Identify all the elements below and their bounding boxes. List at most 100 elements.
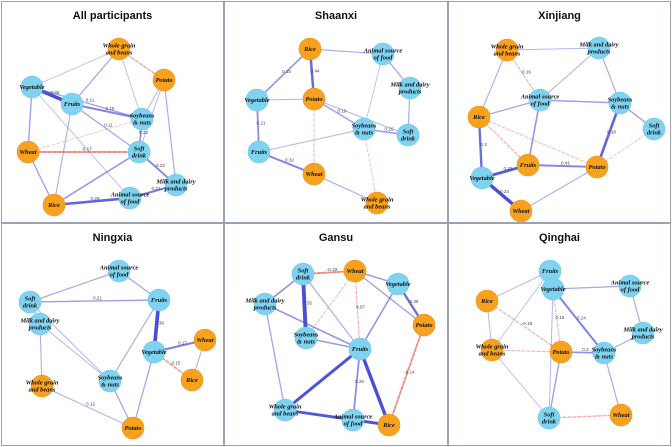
node-label: drink xyxy=(132,153,147,160)
edge-weight-label: 0.32 xyxy=(285,158,294,163)
node-label: Soybeans xyxy=(130,113,155,120)
positive-edge xyxy=(520,166,598,212)
node-label: Whole grain xyxy=(103,43,136,50)
node-label: of food xyxy=(531,101,550,108)
panel-title: Qinghai xyxy=(539,232,580,244)
network-all-participants: 0.650.150.110.320.22-0.170.290.210.11Who… xyxy=(16,37,196,217)
node-wheat: Wheat xyxy=(509,199,533,222)
edge-weight-label: 0.11 xyxy=(104,123,113,128)
node-label: & nuts xyxy=(133,120,151,127)
node-label: & nuts xyxy=(101,382,119,389)
negative-edge xyxy=(354,270,361,350)
edge-weight-label: 0.2 xyxy=(582,347,589,352)
node-label: Potato xyxy=(415,322,432,329)
node-label: and beans xyxy=(364,204,391,211)
node-label: of food xyxy=(374,55,393,62)
node-label: of food xyxy=(121,199,140,206)
node-soybeans-nuts: Soybeans& nuts xyxy=(294,326,319,350)
node-label: products xyxy=(28,325,52,332)
edge-weight-label: 0.16 xyxy=(556,315,565,320)
positive-edge xyxy=(163,79,177,186)
node-label: Milk and dairy xyxy=(578,42,618,49)
node-label: Soybeans xyxy=(608,97,633,104)
positive-edge xyxy=(53,103,73,206)
node-wheat: Wheat xyxy=(609,403,633,427)
edge-weight-label: 0.16 xyxy=(522,70,531,75)
node-label: Animal source xyxy=(610,280,650,287)
positive-edge xyxy=(31,48,120,88)
node-label: Wheat xyxy=(612,412,629,419)
positive-edge xyxy=(491,349,550,419)
node-label: Fruits xyxy=(352,346,369,353)
node-fruits: Fruits xyxy=(348,337,372,361)
positive-edge xyxy=(313,98,409,136)
node-soybeans-nuts: Soybeans& nuts xyxy=(352,117,377,141)
node-label: Animal source xyxy=(99,265,139,272)
negative-edge xyxy=(363,128,378,204)
node-label: Whole grain xyxy=(476,344,509,351)
node-label: Soft xyxy=(649,123,660,130)
node-label: Soft xyxy=(25,296,36,303)
node-potato: Potato xyxy=(585,155,609,179)
positive-edge xyxy=(358,347,391,427)
negative-edge xyxy=(478,116,598,168)
node-fruits: Fruits xyxy=(538,259,562,283)
positive-edge xyxy=(29,270,120,303)
node-label: Soybeans xyxy=(352,123,377,130)
positive-edge xyxy=(31,86,131,199)
node-label: Vegetable xyxy=(385,281,410,288)
node-fruits: Fruits xyxy=(60,92,84,116)
negative-edge xyxy=(596,128,655,168)
node-label: drink xyxy=(401,136,416,143)
node-rice: Rice xyxy=(467,105,491,129)
node-potato: Potato xyxy=(152,68,176,92)
negative-edge xyxy=(478,116,529,166)
node-vegetable: Vegetable xyxy=(19,75,45,99)
node-vegetable: Vegetable xyxy=(540,277,566,301)
positive-edge xyxy=(41,385,134,429)
node-potato: Potato xyxy=(412,313,436,337)
panel-title: Gansu xyxy=(318,232,354,244)
node-label: Potato xyxy=(552,349,569,356)
edge-weight-label: 0.07 xyxy=(356,305,365,310)
positive-edge xyxy=(29,299,160,303)
negative-edge xyxy=(486,300,562,353)
positive-edge xyxy=(264,303,286,411)
positive-edge xyxy=(595,101,622,169)
node-label: of food xyxy=(110,272,129,279)
positive-edge xyxy=(354,270,425,326)
node-label: products xyxy=(253,305,277,312)
node-label: Fruits xyxy=(151,297,168,304)
edge-weight-label: 0.44 xyxy=(311,69,320,74)
panel-all-participants: All participants 0.650.150.110.320.22-0.… xyxy=(1,1,224,223)
positive-edge xyxy=(539,47,600,101)
network-gansu: -0.330.350.070.39-0.140.26SoftdrinkWheat… xyxy=(244,259,436,437)
node-rice: Rice xyxy=(377,413,401,437)
node-label: drink xyxy=(542,419,557,426)
node-label: products xyxy=(631,334,655,341)
node-label: Wheat xyxy=(512,208,529,215)
edge-weight-label: 0.19 xyxy=(338,109,347,114)
positive-edge xyxy=(302,273,361,350)
positive-edge xyxy=(491,270,551,351)
positive-edge xyxy=(109,299,160,382)
node-fruits: Fruits xyxy=(516,153,540,177)
node-label: Rice xyxy=(382,422,395,429)
edge-weight-label: 0.22 xyxy=(504,166,513,171)
node-label: Wheat xyxy=(346,268,363,275)
node-label: Whole grain xyxy=(361,197,394,204)
node-label: Milk and dairy xyxy=(389,82,429,89)
edge-weight-label: 0.39 xyxy=(410,299,419,304)
